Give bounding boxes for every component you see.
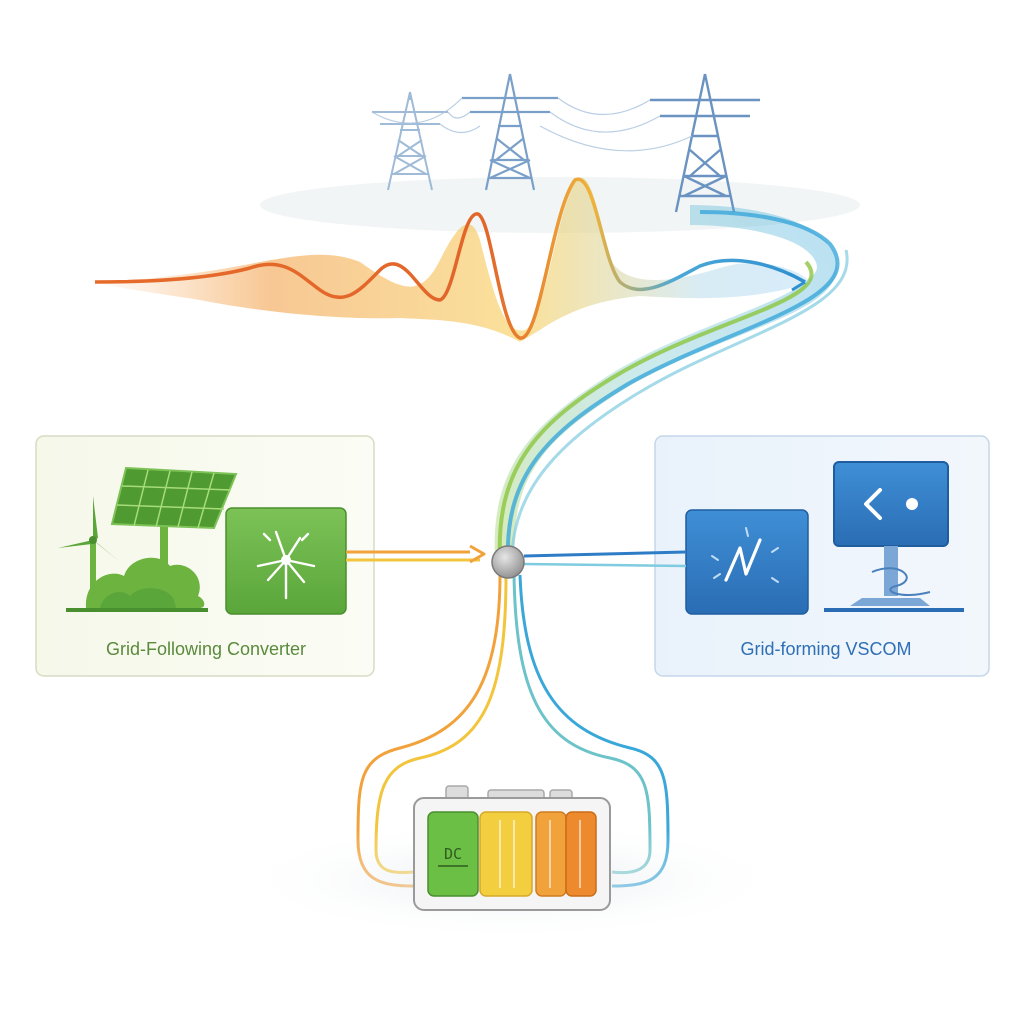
waveform	[90, 177, 810, 342]
monitor-icon	[833, 461, 949, 606]
battery-icon: DC	[413, 785, 611, 911]
turbine-converter-icon	[225, 507, 347, 615]
right-connection	[523, 550, 687, 568]
power-lines	[371, 97, 693, 152]
grid-forming-label: Grid-forming VSCOM	[740, 639, 911, 659]
bush-icon	[85, 557, 205, 608]
transmission-tower-icon	[462, 73, 558, 191]
battery-cell	[479, 811, 533, 897]
waveform-box-icon	[685, 509, 809, 615]
grid-forming-panel: Grid-forming VSCOM	[654, 435, 990, 677]
solar-panel-icon	[110, 466, 238, 600]
battery-cell	[427, 811, 479, 897]
wind-turbine-icon	[58, 496, 120, 610]
grid-following-panel: Grid-Following Converter	[35, 435, 375, 677]
grid-following-label: Grid-Following Converter	[106, 639, 306, 659]
power-flow-ribbon	[494, 205, 849, 561]
battery-label: DC	[444, 845, 462, 863]
left-connection	[346, 544, 486, 564]
connection-hub-icon	[491, 545, 525, 579]
transmission-tower-icon	[372, 91, 448, 191]
transmission-tower-icon	[650, 73, 760, 213]
desk-line	[824, 608, 964, 612]
ground-line	[66, 608, 208, 612]
